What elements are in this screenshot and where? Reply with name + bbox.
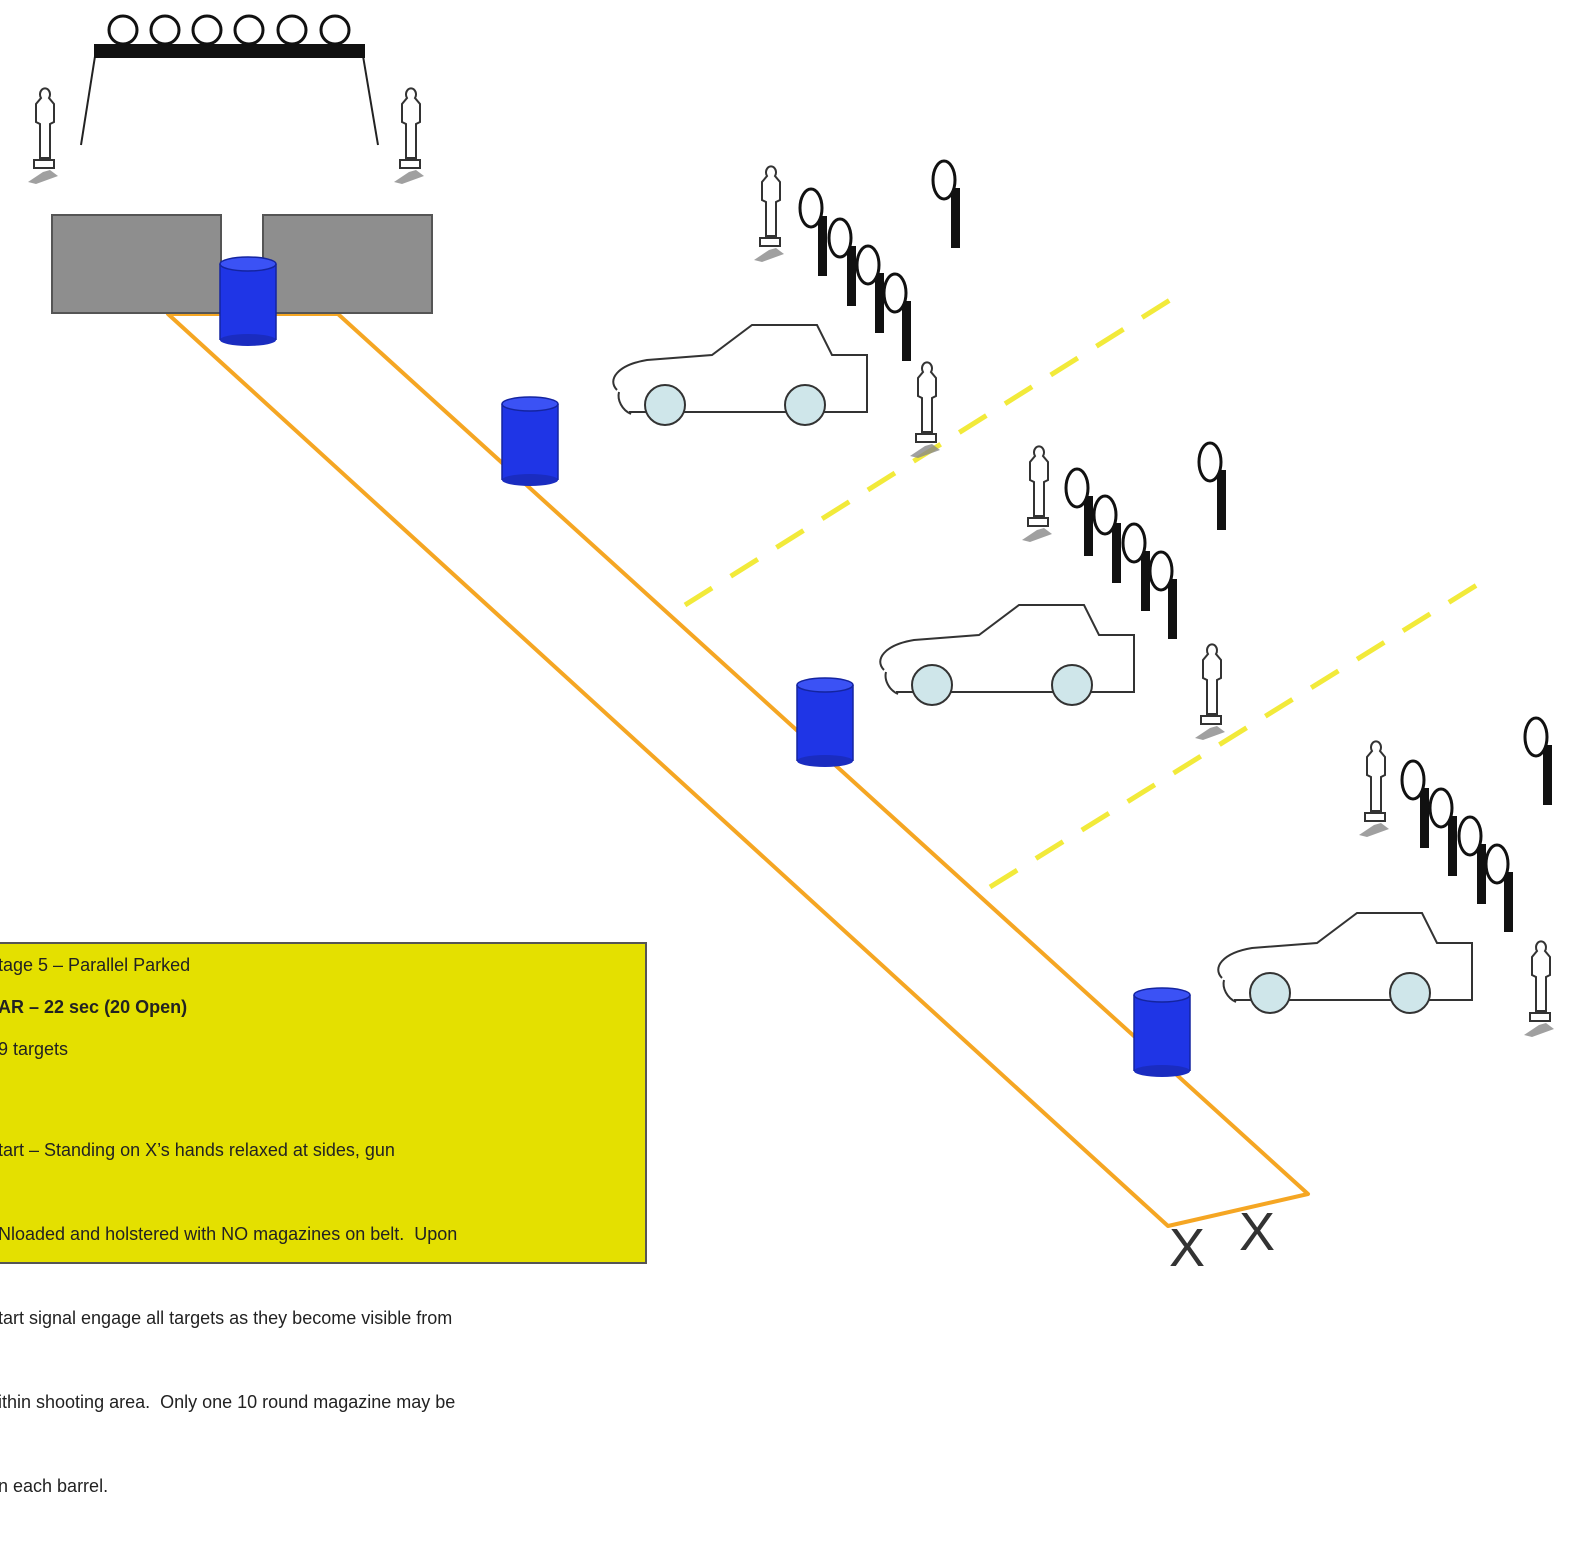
- no-shoot-silhouette-icon: [1523, 940, 1555, 1038]
- target-count: 9 targets: [0, 1039, 69, 1059]
- stage-diagram: X X: [27, 14, 1555, 1269]
- start-instruction-line: tart – Standing on X’s hands relaxed at …: [0, 1140, 395, 1160]
- rack-plate: [107, 14, 139, 46]
- rack-plate: [276, 14, 308, 46]
- steel-plate-icon: [1092, 494, 1123, 585]
- steel-plate-icon: [931, 159, 962, 250]
- barrel-icon: [501, 396, 559, 487]
- plate-rack: [80, 14, 379, 146]
- rack-plate: [233, 14, 265, 46]
- no-shoot-silhouette-icon: [753, 165, 785, 263]
- wall-left: [51, 214, 222, 314]
- start-instruction-line: n each barrel.: [0, 1476, 109, 1496]
- steel-plate-icon: [1064, 467, 1095, 558]
- steel-plate-icon: [1400, 759, 1431, 850]
- no-shoot-silhouette-icon: [393, 87, 425, 185]
- steel-plate-icon: [1457, 815, 1488, 906]
- no-shoot-silhouette-icon: [909, 361, 941, 459]
- steel-plate-icon: [827, 217, 858, 308]
- steel-plate-icon: [1484, 843, 1515, 934]
- start-instruction-line: Nloaded and holstered with NO magazines …: [0, 1224, 458, 1244]
- steel-plate-icon: [1148, 550, 1179, 641]
- car-icon: [1217, 912, 1473, 1014]
- start-instructions: tart – Standing on X’s hands relaxed at …: [0, 1080, 645, 1556]
- steel-plate-icon: [798, 187, 829, 278]
- stage-title: tage 5 – Parallel Parked: [0, 955, 191, 975]
- start-marker-1: X: [1169, 1218, 1205, 1269]
- no-shoot-silhouette-icon: [1021, 445, 1053, 543]
- no-shoot-silhouette-icon: [1194, 643, 1226, 741]
- steel-plate-icon: [1121, 522, 1152, 613]
- start-marker-2: X: [1239, 1202, 1275, 1262]
- no-shoot-silhouette-icon: [1358, 740, 1390, 838]
- steel-plate-icon: [1523, 716, 1554, 807]
- steel-plate-icon: [1197, 441, 1228, 532]
- start-instruction-line: tart signal engage all targets as they b…: [0, 1308, 453, 1328]
- fault-line-2: [988, 580, 1482, 890]
- steel-plate-icon: [1428, 787, 1459, 878]
- no-shoot-silhouette-icon: [27, 87, 59, 185]
- car-icon: [879, 604, 1135, 706]
- rack-plate: [191, 14, 223, 46]
- steel-plate-icon: [855, 244, 886, 335]
- start-instruction-line: ithin shooting area. Only one 10 round m…: [0, 1392, 456, 1412]
- wall-right: [262, 214, 433, 314]
- barrel-icon: [219, 256, 277, 347]
- car-icon: [612, 324, 868, 426]
- stage-description-box: tage 5 – Parallel Parked AR – 22 sec (20…: [0, 942, 647, 1496]
- rack-plate: [149, 14, 181, 46]
- barrel-icon: [796, 677, 854, 768]
- rack-plate: [319, 14, 351, 46]
- par-time: AR – 22 sec (20 Open): [0, 997, 188, 1017]
- steel-plate-icon: [882, 272, 913, 363]
- barrel-icon: [1133, 987, 1191, 1078]
